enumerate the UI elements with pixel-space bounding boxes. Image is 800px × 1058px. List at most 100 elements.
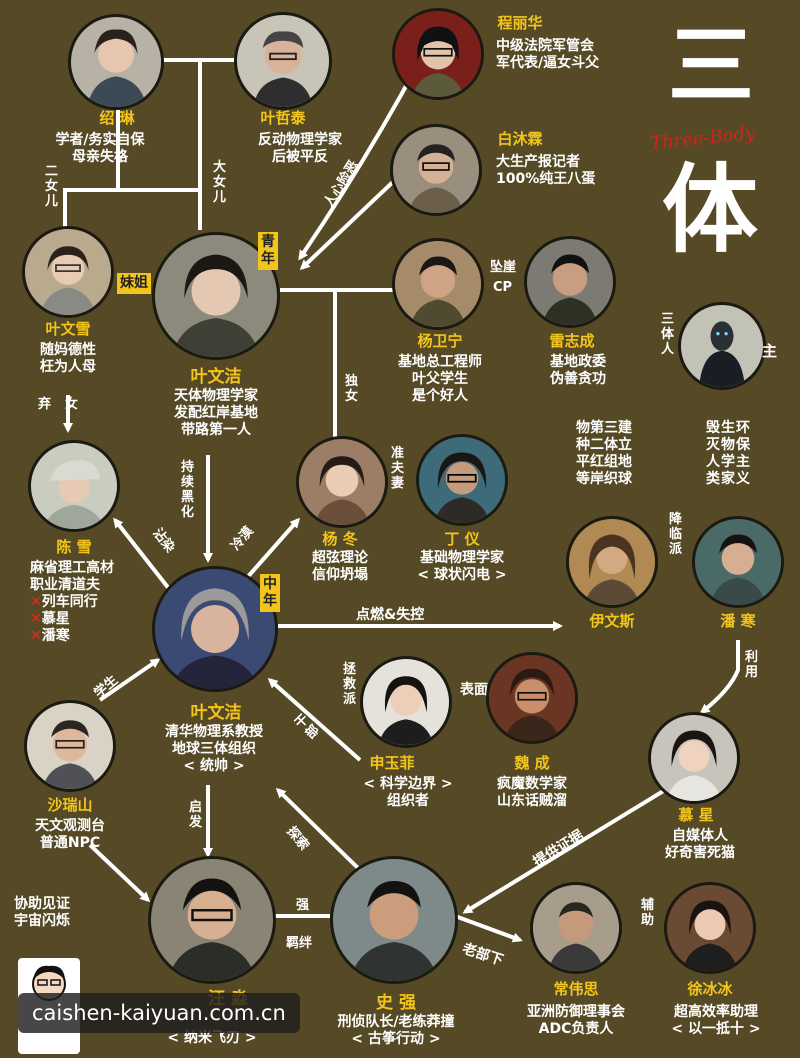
name-ding-yi: 丁 仪 bbox=[444, 530, 480, 548]
name-chang-weisi: 常伟思 bbox=[553, 980, 599, 998]
portrait-wang-miao bbox=[148, 856, 276, 984]
name-xu-bingbing: 徐冰冰 bbox=[687, 980, 733, 998]
name-lei-zhicheng: 雷志成 bbox=[549, 332, 595, 350]
portrait-wei-cheng bbox=[486, 652, 578, 744]
desc-wang-miao: < 纳米飞刃 > bbox=[167, 1030, 257, 1046]
desc-wei-cheng: 疯魔数学家山东话贼溜 bbox=[497, 776, 567, 809]
desc-yang-weining: 基地总工程师叶父学生是个好人 bbox=[398, 354, 482, 404]
name-wei-cheng: 魏 成 bbox=[514, 754, 550, 772]
desc-shi-qiang: 刑侦队长/老练莽撞< 古筝行动 > bbox=[337, 1014, 455, 1047]
label-guidance: 启发 bbox=[188, 800, 202, 830]
title-body: 体 bbox=[662, 153, 758, 266]
name-ye-wenjie-mid: 叶文洁 bbox=[190, 703, 242, 723]
name-yang-weining: 杨卫宁 bbox=[417, 332, 463, 350]
arrow-to-yangdong bbox=[243, 517, 300, 582]
portrait-xu-bingbing bbox=[664, 882, 756, 974]
desc-ye-wenjie-young: 天体物理学家发配红岸基地带路第一人 bbox=[174, 388, 258, 438]
portrait-chen-xue bbox=[28, 440, 120, 532]
desc-cheng-lihua: 中级法院军管会军代表/逼女斗父 bbox=[496, 38, 600, 71]
desc-shen-yufei: < 科学边界 >组织者 bbox=[363, 776, 453, 809]
label-only-daughter: 独女 bbox=[344, 374, 358, 404]
name-pan-han: 潘 寒 bbox=[720, 612, 756, 630]
label-bond: 羁绊 bbox=[286, 936, 313, 951]
name-sha-ruishan: 沙瑞山 bbox=[47, 796, 93, 814]
arrow-muxing-to-shi bbox=[462, 788, 667, 914]
portrait-ye-wenjie-mid bbox=[152, 566, 278, 692]
portrait-ding-yi bbox=[416, 434, 508, 526]
desc-chen-xue: 麻省理工高材 职业清道夫 ✕列车同行 ✕慕星 ✕潘寒 bbox=[30, 560, 114, 644]
desc-mu-xing: 自媒体人好奇害死猫 bbox=[665, 828, 735, 861]
name-mu-xing: 慕 星 bbox=[678, 806, 714, 824]
label-descend-faction: 降临派 bbox=[668, 512, 682, 557]
tag-trisolaran: 三体人 bbox=[660, 312, 674, 357]
line-second-daughter-2 bbox=[63, 188, 200, 230]
arrow-pan-to-muxing bbox=[699, 640, 740, 714]
name-shi-qiang: 史 强 bbox=[376, 993, 416, 1013]
portrait-pan-han bbox=[692, 516, 784, 608]
desc-lei-zhicheng: 基地政委伪善贪功 bbox=[550, 354, 606, 387]
label-ignite: 点燃&失控 bbox=[356, 607, 425, 623]
tag-sister: 妹姐 bbox=[117, 273, 151, 294]
group-etos: 物第三建种二体立平红组地等岸织球 bbox=[576, 420, 632, 487]
portrait-ye-wenjie-young bbox=[152, 232, 280, 360]
name-cheng-lihua: 程丽华 bbox=[497, 14, 543, 32]
desc-sha-ruishan: 天文观测台普通NPC bbox=[35, 818, 105, 851]
name-yang-dong: 杨 冬 bbox=[322, 530, 358, 548]
arrow-shen-to-wenjie bbox=[267, 678, 362, 762]
name-chen-xue: 陈 雪 bbox=[56, 538, 92, 556]
portrait-ye-zhetai bbox=[234, 12, 332, 110]
title-three: 三 bbox=[668, 15, 754, 116]
portrait-lei-zhicheng bbox=[524, 236, 616, 328]
desc-ding-yi: 基础物理学家< 球状闪电 > bbox=[417, 550, 507, 583]
portrait-shen-yufei bbox=[360, 656, 452, 748]
cross-mark-2: ✕ bbox=[30, 611, 42, 627]
portrait-mu-xing bbox=[648, 712, 740, 804]
group-eco: 毁生环灭物保人学主类家义 bbox=[706, 420, 751, 487]
portrait-bai-mulin bbox=[390, 124, 482, 216]
arrow-sha-to-wang bbox=[88, 843, 151, 903]
arrow-shi-to-chang bbox=[454, 914, 523, 943]
tag-master: 主 bbox=[762, 342, 778, 360]
label-witness: 协助见证宇宙闪烁 bbox=[14, 896, 70, 929]
arrow-sha-to-wenjie bbox=[98, 658, 161, 702]
tag-middle: 中年 bbox=[260, 574, 280, 612]
tag-cp: CP bbox=[493, 280, 513, 295]
desc-yang-dong: 超弦理论信仰坍塌 bbox=[312, 550, 368, 583]
label-abandon-daughter: 弃女 bbox=[38, 397, 93, 412]
portrait-yang-dong bbox=[296, 436, 388, 528]
tag-cliff: 坠崖 bbox=[490, 260, 517, 275]
portrait-shao-lin bbox=[68, 14, 164, 110]
arrow-cheng-to-wenjie bbox=[298, 69, 417, 261]
portrait-evans bbox=[566, 516, 658, 608]
arrow-bai-to-wenjie bbox=[299, 178, 397, 271]
desc-ye-wenjie-mid: 清华物理系教授地球三体组织< 统帅 > bbox=[165, 724, 263, 774]
name-ye-zhetai: 叶哲泰 bbox=[260, 109, 306, 127]
desc-xu-bingbing: 超高效率助理< 以一抵十 > bbox=[671, 1004, 761, 1037]
portrait-chang-weisi bbox=[530, 882, 622, 974]
portrait-shi-qiang bbox=[330, 856, 458, 984]
desc-ye-wenxue: 随妈德性枉为人母 bbox=[40, 342, 96, 375]
label-second-daughter: 二女儿 bbox=[44, 164, 58, 209]
tag-youth: 青年 bbox=[258, 232, 278, 270]
label-exploit: 利用 bbox=[744, 650, 758, 680]
label-persistent: 持续黑化 bbox=[180, 460, 194, 520]
portrait-sha-ruishan bbox=[24, 700, 116, 792]
arrow-shi-to-wenjie bbox=[275, 787, 362, 872]
name-evans: 伊文斯 bbox=[589, 612, 635, 630]
desc-ye-zhetai: 反动物理学家后被平反 bbox=[258, 132, 342, 165]
desc-shao-lin: 学者/务实自保母亲失格 bbox=[55, 132, 145, 165]
cross-mark-1: ✕ bbox=[30, 594, 42, 610]
arrow-to-chenxue bbox=[113, 517, 172, 592]
label-assistant: 辅助 bbox=[640, 898, 654, 928]
name-bai-mulin: 白沐霖 bbox=[497, 130, 543, 148]
name-shao-lin: 绍 琳 bbox=[99, 109, 135, 127]
portrait-trisolaran bbox=[678, 302, 766, 390]
label-elder-daughter: 大女儿 bbox=[212, 160, 226, 205]
portrait-ye-wenxue bbox=[22, 226, 114, 318]
label-fiance: 准夫妻 bbox=[390, 446, 404, 491]
name-ye-wenjie-young: 叶文洁 bbox=[190, 367, 242, 387]
name-shen-yufei: 申玉菲 bbox=[369, 754, 415, 772]
